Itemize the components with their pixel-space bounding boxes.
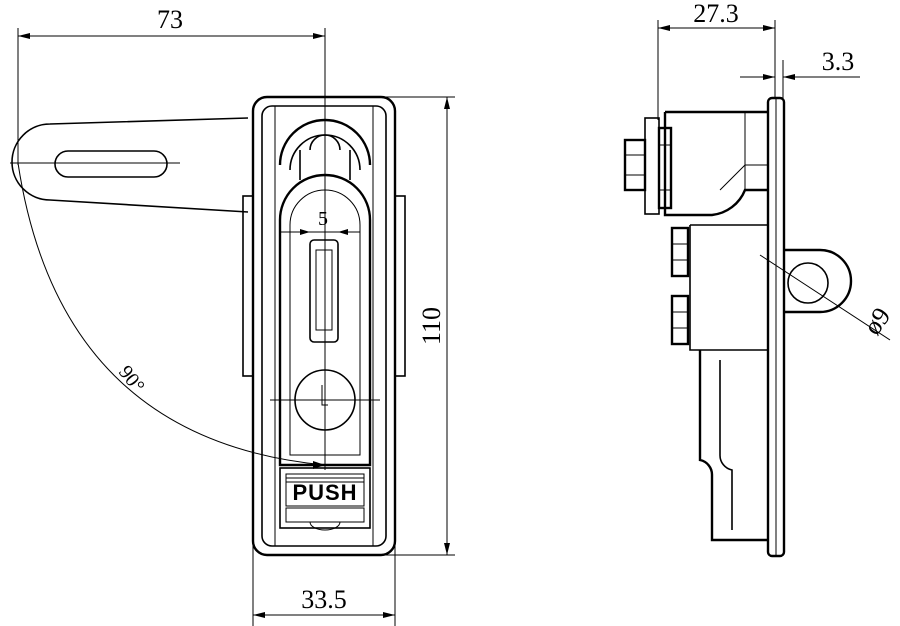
push-label: PUSH bbox=[292, 480, 357, 505]
key-cylinder bbox=[270, 369, 380, 431]
latch-tongue bbox=[10, 117, 249, 213]
eye-lug bbox=[784, 248, 853, 314]
push-button: PUSH bbox=[279, 467, 371, 531]
angle-label: 90° bbox=[114, 362, 149, 398]
dimension-body-width: 33.5 bbox=[252, 540, 396, 626]
dimension-width-overall: 73 bbox=[17, 5, 326, 165]
dim-label-33-5: 33.5 bbox=[301, 585, 347, 614]
lock-housing bbox=[242, 95, 406, 557]
side-body bbox=[663, 110, 768, 542]
dim-label-27-3: 27.3 bbox=[693, 0, 739, 28]
dim-label-73: 73 bbox=[157, 5, 183, 34]
dim-label-3-3: 3.3 bbox=[822, 47, 855, 76]
bolt-head-lower bbox=[670, 294, 690, 346]
dim-label-5: 5 bbox=[318, 208, 328, 230]
dim-label-eye: ø9 bbox=[858, 302, 897, 340]
front-view: 73 90° bbox=[10, 5, 455, 626]
flange-plate bbox=[766, 96, 786, 558]
key-slot: 5 bbox=[280, 208, 360, 343]
lever-handle bbox=[278, 173, 372, 467]
dim-label-110: 110 bbox=[417, 307, 446, 345]
dimension-depth: 27.3 bbox=[657, 0, 776, 120]
top-nut bbox=[623, 117, 673, 215]
dimension-height: 110 bbox=[380, 96, 455, 556]
bolt-head-upper bbox=[670, 226, 690, 278]
dimension-flange: 3.3 bbox=[740, 47, 860, 98]
dimension-eye-diameter: ø9 bbox=[759, 254, 897, 341]
side-view: 27.3 3.3 bbox=[623, 0, 897, 558]
